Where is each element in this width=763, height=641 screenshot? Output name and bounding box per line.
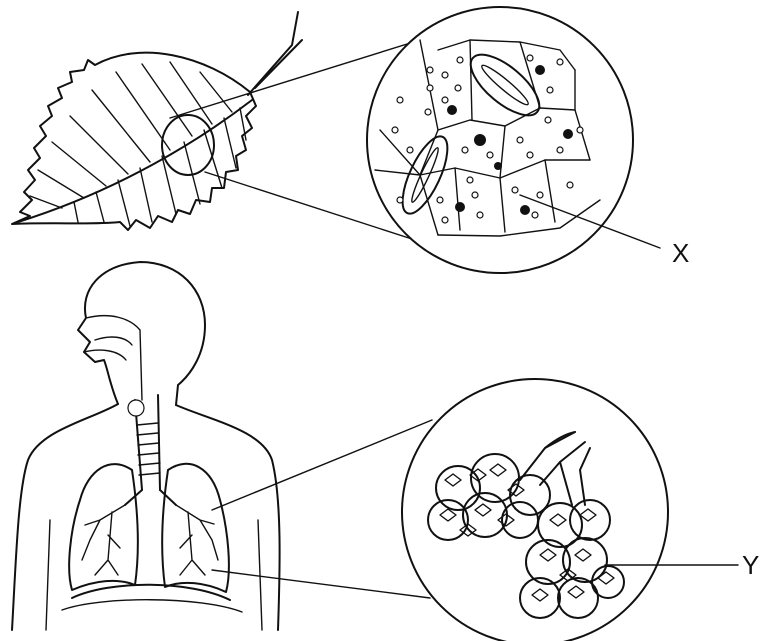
label-x: X [672,238,689,268]
leaf-drawing [12,12,302,230]
right-lung [162,464,229,592]
leaf-stem-edge [255,40,302,88]
right-arm-inner [258,520,262,630]
left-arm-inner [46,520,50,630]
leaf-cells-circle [367,7,633,273]
trachea [125,395,176,505]
left-lung [69,464,138,590]
left-shoulder-arm [12,404,118,630]
lung-zoom-line-bottom [212,570,430,598]
nasal-cavity [86,316,142,400]
palate [95,337,132,345]
label-y: Y [742,550,759,580]
human-figure [12,262,280,630]
right-shoulder-arm [176,405,280,630]
abdomen-line [62,600,242,612]
leaf-midrib [18,100,252,222]
bronchi [82,505,218,575]
leaf-cells-magnified [367,7,633,273]
alveoli-magnified [402,379,668,641]
diaphragm [72,585,230,600]
leaf-stem [248,12,298,95]
